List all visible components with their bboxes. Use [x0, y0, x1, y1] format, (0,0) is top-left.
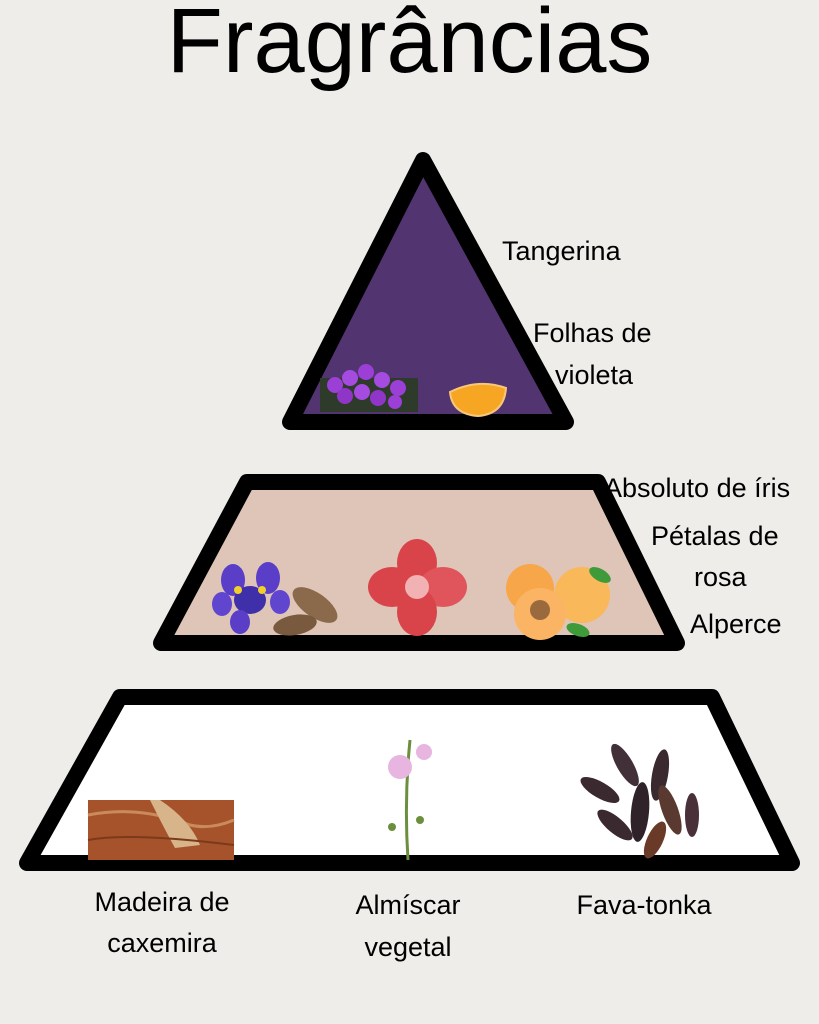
label-madeira-de: Madeira de — [94, 887, 230, 917]
violet-flower-icon — [320, 364, 418, 412]
label-almiscar: Almíscar — [355, 890, 461, 920]
label-folhas-de: Folhas de — [533, 318, 652, 348]
orris-root-icon — [273, 587, 338, 636]
middle-tier — [153, 474, 685, 651]
iris-flower-icon — [212, 562, 290, 634]
tangerine-segment-icon — [448, 382, 508, 418]
label-absoluto-de-iris: Absoluto de íris — [604, 473, 791, 503]
top-tier — [282, 152, 574, 430]
label-vegetal: vegetal — [364, 932, 452, 962]
page-title: Fragrâncias — [166, 0, 653, 92]
label-fava-tonka: Fava-tonka — [576, 890, 712, 920]
tonka-beans-icon — [580, 743, 699, 859]
label-violeta: violeta — [555, 360, 634, 390]
label-petalas-de: Pétalas de — [651, 521, 779, 551]
cashmere-wood-icon — [87, 800, 235, 860]
label-caxemira: caxemira — [107, 928, 217, 958]
base-tier — [19, 689, 800, 871]
musk-mallow-flower-icon — [388, 739, 432, 861]
label-alperce: Alperce — [690, 609, 782, 639]
label-tangerina: Tangerina — [502, 236, 621, 266]
rose-petals-icon — [368, 539, 467, 636]
label-rosa: rosa — [694, 562, 747, 592]
apricot-icon — [506, 564, 611, 640]
